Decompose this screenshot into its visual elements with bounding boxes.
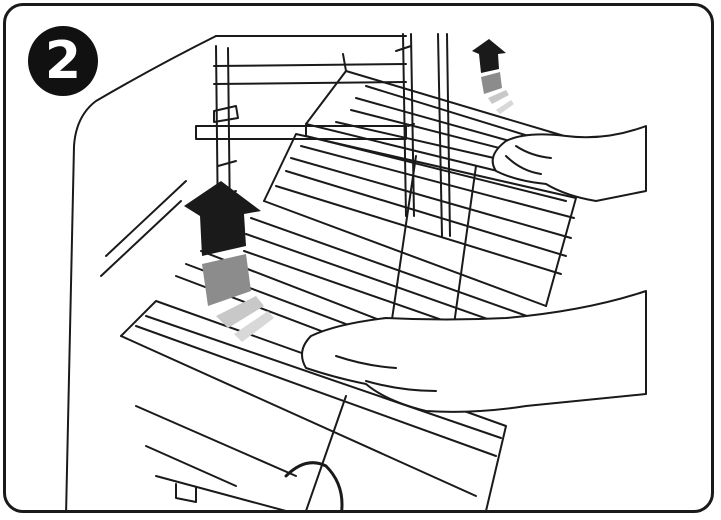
step-number-badge: 2 [28, 26, 98, 96]
oven-rack-illustration [65, 33, 647, 510]
cable [284, 461, 344, 510]
oven-cavity-outline [65, 35, 217, 510]
door-handle [155, 475, 287, 510]
arrow-up-icon-small [472, 39, 514, 114]
hand-upper [491, 125, 647, 202]
right-rack-guide [395, 33, 451, 237]
arrow-up-icon-large [184, 181, 274, 342]
illustration-frame: 2 [3, 3, 714, 513]
hand-lower [301, 290, 647, 413]
